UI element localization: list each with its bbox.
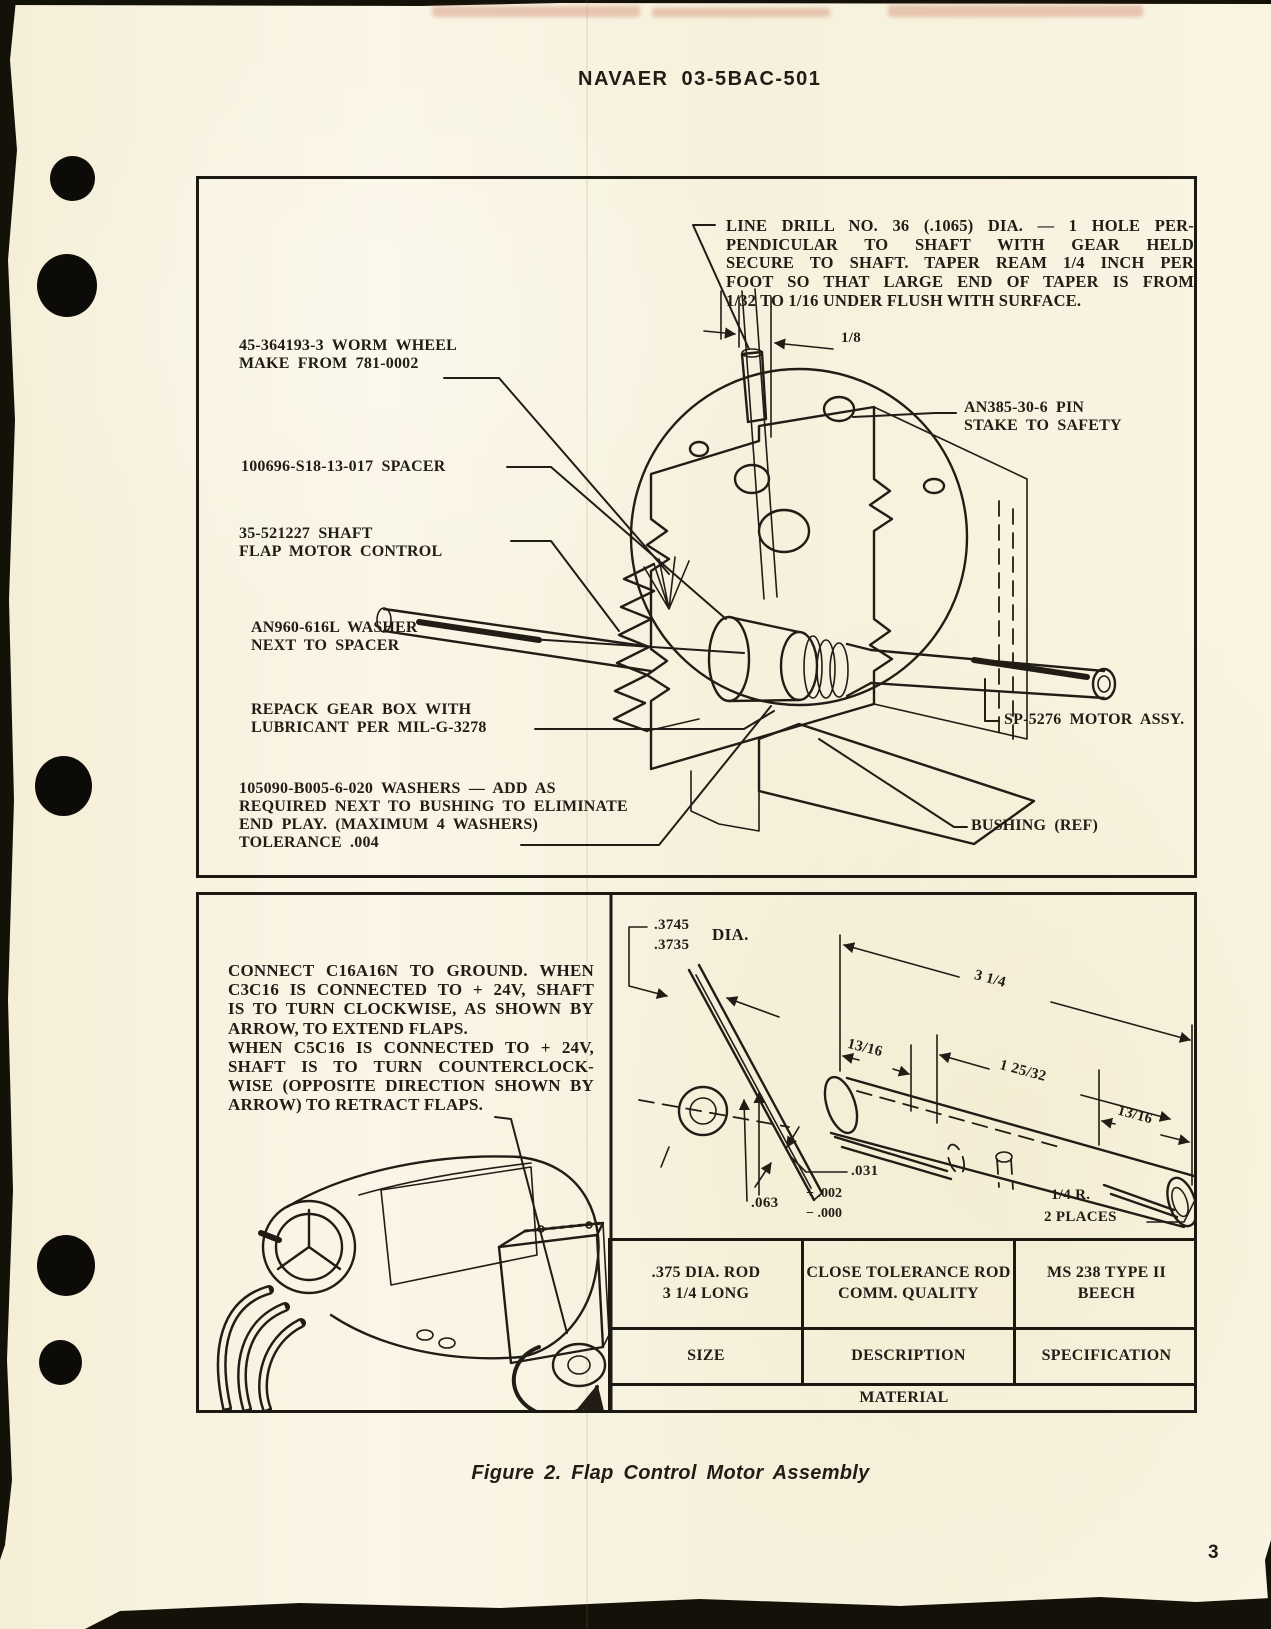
table-cell-size-value: .375 DIA. ROD 3 1/4 LONG — [611, 1241, 801, 1327]
note-line: IS TO TURN CLOCKWISE, AS SHOWN BY — [228, 999, 594, 1019]
gearbox-exploded-drawing — [376, 224, 1117, 846]
table-cell-line: .375 DIA. ROD — [651, 1264, 761, 1282]
material-table: .375 DIA. ROD 3 1/4 LONG CLOSE TOLERANCE… — [608, 1238, 1197, 1413]
callout-washer: AN960-616L WASHER NEXT TO SPACER — [251, 619, 418, 655]
table-cell-specification-value: MS 238 TYPE II BEECH — [1013, 1241, 1197, 1327]
note-line: PENDICULAR TO SHAFT WITH GEAR HELD — [726, 234, 1194, 254]
table-cell-line: CLOSE TOLERANCE ROD — [806, 1264, 1011, 1282]
dim-label-radius-places: 2 PLACES — [1044, 1209, 1117, 1225]
callout-line: LUBRICANT PER MIL-G-3278 — [251, 719, 487, 737]
callout-line: 100696-S18-13-017 SPACER — [241, 458, 446, 475]
line-drill-note: LINE DRILL NO. 36 (.1065) DIA. — 1 HOLE … — [726, 216, 1194, 310]
callout-line: 35-521227 SHAFT — [239, 525, 373, 542]
connect-note: CONNECT C16A16N TO GROUND. WHEN C3C16 IS… — [228, 961, 594, 1115]
note-line: ARROW, TO EXTEND FLAPS. — [228, 1018, 468, 1038]
binder-hole — [39, 1340, 82, 1385]
callout-line: FLAP MOTOR CONTROL — [239, 543, 443, 561]
figure-caption: Figure 2. Flap Control Motor Assembly — [471, 1462, 870, 1484]
callout-line: 105090-B005-6-020 WASHERS — ADD AS — [239, 780, 556, 797]
rod-dimension-drawing — [628, 926, 1194, 1229]
dim-label-slot-width: .063 — [751, 1195, 779, 1211]
paper-crease — [586, 0, 588, 1629]
callout-line: NEXT TO SPACER — [251, 637, 400, 655]
note-line: WISE (OPPOSITE DIRECTION SHOWN BY — [228, 1076, 594, 1096]
bottom-figure-box: CONNECT C16A16N TO GROUND. WHEN C3C16 IS… — [196, 892, 1197, 1413]
callout-line: END PLAY. (MAXIMUM 4 WASHERS) — [239, 816, 539, 834]
callout-line: STAKE TO SAFETY — [964, 417, 1122, 435]
dim-label-dia-upper: .3745 — [654, 917, 690, 933]
note-line: FOOT SO THAT LARGE END OF TAPER IS FROM — [726, 271, 1194, 291]
callout-line: AN960-616L WASHER — [251, 619, 418, 636]
table-header-size: SIZE — [611, 1327, 801, 1383]
dim-label-radius: 1/4 R. — [1051, 1187, 1091, 1203]
note-line: CONNECT C16A16N TO GROUND. WHEN — [228, 961, 594, 980]
callout-repack: REPACK GEAR BOX WITH LUBRICANT PER MIL-G… — [251, 701, 487, 737]
note-line: SECURE TO SHAFT. TAPER REAM 1/4 INCH PER — [726, 253, 1194, 273]
dim-label-dia-suffix: DIA. — [712, 925, 749, 944]
callout-line: 45-364193-3 WORM WHEEL — [239, 337, 458, 354]
page-title: NAVAER 03-5BAC-501 — [578, 68, 822, 90]
callout-worm-wheel: 45-364193-3 WORM WHEEL MAKE FROM 781-000… — [239, 337, 457, 373]
callout-line: MAKE FROM 781-0002 — [239, 355, 419, 373]
table-header-specification: SPECIFICATION — [1013, 1327, 1197, 1383]
bleedthrough-mark — [652, 8, 830, 17]
table-header-description: DESCRIPTION — [801, 1327, 1013, 1383]
motor-pictorial — [216, 1116, 610, 1410]
note-line: LINE DRILL NO. 36 (.1065) DIA. — 1 HOLE … — [726, 216, 1194, 235]
callout-pin: AN385-30-6 PIN STAKE TO SAFETY — [964, 399, 1122, 435]
table-cell-line: MS 238 TYPE II — [1046, 1264, 1167, 1282]
dim-label-tol-plus: + .002 — [806, 1186, 842, 1201]
callout-line: BUSHING (REF) — [971, 817, 1099, 834]
callout-line: REPACK GEAR BOX WITH — [251, 701, 472, 718]
dim-label-eighth: 1/8 — [841, 330, 862, 346]
note-line: SHAFT IS TO TURN COUNTERCLOCK- — [228, 1057, 594, 1077]
binder-hole — [50, 156, 95, 201]
callout-line: SP-5276 MOTOR ASSY. — [1004, 711, 1185, 728]
bleedthrough-mark — [432, 6, 640, 17]
note-line: ARROW) TO RETRACT FLAPS. — [228, 1095, 484, 1115]
table-header-material: MATERIAL — [611, 1383, 1197, 1410]
callout-line: AN385-30-6 PIN — [964, 399, 1085, 416]
table-cell-line: BEECH — [1077, 1285, 1136, 1302]
table-cell-line: 3 1/4 LONG — [662, 1285, 750, 1302]
note-line: 1/32 TO 1/16 UNDER FLUSH WITH SURFACE. — [726, 290, 1082, 310]
bleedthrough-mark — [888, 5, 1143, 17]
top-figure-box: LINE DRILL NO. 36 (.1065) DIA. — 1 HOLE … — [196, 176, 1197, 878]
callout-bushing: BUSHING (REF) — [971, 817, 1098, 835]
binder-hole — [37, 254, 97, 317]
dim-label-tol-minus: − .000 — [806, 1206, 842, 1221]
motor-and-rod-drawing — [216, 895, 1194, 1410]
dim-label-dia-lower: .3735 — [654, 937, 690, 953]
binder-hole — [35, 756, 92, 816]
table-cell-line: COMM. QUALITY — [838, 1285, 979, 1302]
note-line: WHEN C5C16 IS CONNECTED TO + 24V, — [228, 1037, 594, 1057]
note-line: C3C16 IS CONNECTED TO + 24V, SHAFT — [228, 980, 594, 1000]
callout-motor-assy: SP-5276 MOTOR ASSY. — [1004, 711, 1184, 729]
binder-hole — [37, 1235, 95, 1296]
callout-line: REQUIRED NEXT TO BUSHING TO ELIMINATE — [239, 798, 628, 816]
callout-spacer: 100696-S18-13-017 SPACER — [241, 458, 446, 476]
dim-label-slot-depth: .031 — [851, 1163, 879, 1179]
callout-shaft: 35-521227 SHAFT FLAP MOTOR CONTROL — [239, 525, 442, 561]
callout-line: TOLERANCE .004 — [239, 834, 379, 852]
callout-washers-add: 105090-B005-6-020 WASHERS — ADD AS REQUI… — [239, 780, 643, 852]
page-number: 3 — [1208, 1542, 1219, 1563]
table-cell-description-value: CLOSE TOLERANCE ROD COMM. QUALITY — [801, 1241, 1013, 1327]
